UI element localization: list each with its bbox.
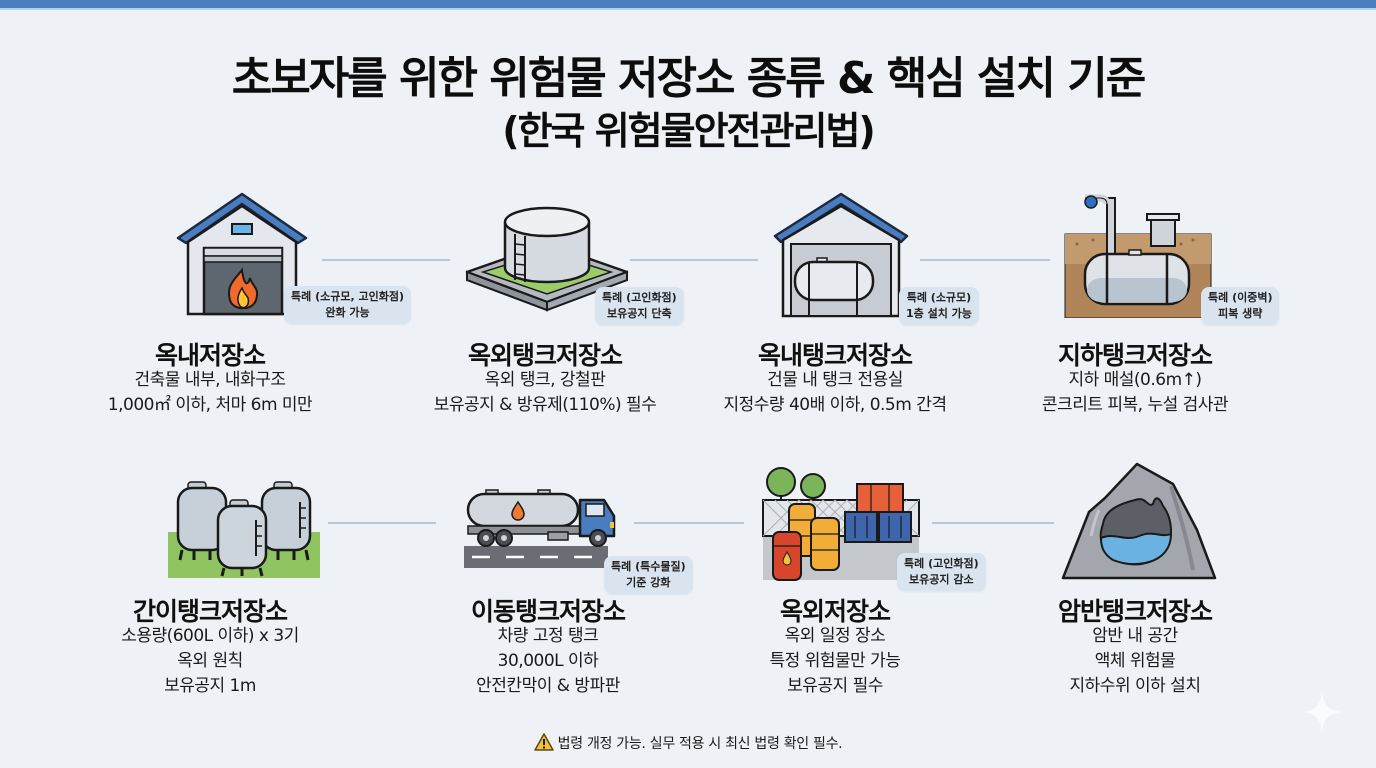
storage-description: 암반 내 공간 액체 위험물 지하수위 이하 설치 [985, 624, 1285, 699]
exception-badge: 특례 (특수물질) 기준 강화 [604, 556, 693, 594]
storage-description: 옥외 탱크, 강철판 보유공지 & 방유제(110%) 필수 [395, 368, 695, 418]
exception-badge: 특례 (고인화점) 보유공지 감소 [897, 553, 986, 591]
desc-line: 지하 매설(0.6m↑) [1068, 370, 1202, 390]
desc-line: 옥외 원칙 [177, 651, 243, 671]
page-title: 초보자를 위한 위험물 저장소 종류 & 핵심 설치 기준 [231, 53, 1147, 104]
desc-line: 안전칸막이 & 방파판 [476, 676, 620, 696]
page-subtitle: (한국 위험물안전관리법) [502, 109, 876, 153]
storage-description: 옥외 일정 장소 특정 위험물만 가능 보유공지 필수 [685, 624, 985, 699]
storage-description: 지하 매설(0.6m↑) 콘크리트 피복, 누설 검사관 [985, 368, 1285, 418]
top-accent-line [0, 8, 1376, 10]
desc-line: 30,000L 이하 [497, 651, 599, 671]
storage-name: 옥외저장소 [779, 597, 891, 626]
storage-card-indoor-tank: 특례 (소규모) 1층 설치 가능 옥내탱크저장소 건물 내 탱크 전용실 지정… [685, 190, 985, 440]
disclaimer-footer: 법령 개정 가능. 실무 적용 시 최신 법령 확인 필수. [0, 733, 1376, 753]
badge-line: 특례 (고인화점) [904, 557, 979, 570]
storage-description: 차량 고정 탱크 30,000L 이하 안전칸막이 & 방파판 [398, 624, 698, 699]
desc-line: 지정수량 40배 이하, 0.5m 간격 [723, 395, 947, 415]
badge-line: 피복 생략 [1218, 307, 1263, 320]
top-accent-bar [0, 0, 1376, 8]
desc-line: 보유공지 1m [164, 676, 256, 696]
desc-line: 암반 내 공간 [1092, 626, 1178, 646]
badge-line: 1층 설치 가능 [906, 307, 972, 320]
exception-badge: 특례 (고인화점) 보유공지 단축 [595, 287, 684, 325]
connector-line [328, 522, 436, 524]
storage-description: 건물 내 탱크 전용실 지정수량 40배 이하, 0.5m 간격 [685, 368, 985, 418]
outdoor-tank-dike-icon [465, 206, 629, 312]
storage-card-outdoor-tank: 특례 (고인화점) 보유공지 단축 옥외탱크저장소 옥외 탱크, 강철판 보유공… [395, 190, 695, 440]
exception-badge: 특례 (이중벽) 피복 생략 [1201, 287, 1280, 325]
storage-name: 옥외탱크저장소 [467, 341, 623, 370]
exception-badge: 특례 (소규모) 1층 설치 가능 [899, 287, 979, 325]
connector-line [630, 259, 758, 261]
storage-card-indoor: 특례 (소규모, 고인화점) 완화 가능 옥내저장소 건축물 내부, 내화구조 … [90, 190, 411, 440]
simple-tanks-icon [168, 481, 320, 578]
desc-line: 특정 위험물만 가능 [769, 651, 901, 671]
badge-line: 특례 (고인화점) [602, 291, 677, 304]
badge-line: 기준 강화 [626, 576, 671, 589]
outdoor-drums-containers-icon [762, 467, 920, 581]
connector-line [322, 259, 450, 261]
desc-line: 차량 고정 탱크 [497, 626, 599, 646]
storage-card-rock-cavern: 암반탱크저장소 암반 내 공간 액체 위험물 지하수위 이하 설치 [985, 458, 1285, 718]
connector-line [634, 522, 744, 524]
desc-line: 액체 위험물 [1094, 651, 1176, 671]
storage-card-mobile-tank: 특례 (특수물질) 기준 강화 이동탱크저장소 차량 고정 탱크 30,000L… [398, 478, 698, 718]
desc-line: 소용량(600L 이하) x 3기 [121, 626, 299, 646]
badge-line: 특례 (특수물질) [611, 560, 686, 573]
sparkle-icon [1302, 692, 1342, 732]
underground-tank-icon [1064, 194, 1212, 318]
badge-line: 특례 (소규모) [906, 291, 972, 304]
connector-line [920, 259, 1050, 261]
storage-name: 옥내저장소 [154, 341, 266, 370]
storage-name: 암반탱크저장소 [1057, 597, 1213, 626]
storage-name: 이동탱크저장소 [470, 597, 626, 626]
indoor-tank-house-icon [773, 192, 909, 318]
connector-line [932, 522, 1054, 524]
badge-line: 완화 가능 [325, 306, 370, 319]
desc-line: 보유공지 필수 [787, 676, 883, 696]
storage-description: 건축물 내부, 내화구조 1,000㎡ 이하, 처마 6m 미만 [60, 368, 360, 418]
badge-line: 보유공지 감소 [909, 573, 974, 586]
storage-card-underground-tank: 특례 (이중벽) 피복 생략 지하탱크저장소 지하 매설(0.6m↑) 콘크리트… [985, 190, 1285, 440]
desc-line: 1,000㎡ 이하, 처마 6m 미만 [107, 395, 313, 415]
desc-line: 보유공지 & 방유제(110%) 필수 [433, 395, 657, 415]
badge-line: 특례 (소규모, 고인화점) [291, 290, 404, 303]
desc-line: 건물 내 탱크 전용실 [767, 370, 903, 390]
desc-line: 옥외 일정 장소 [784, 626, 886, 646]
exception-badge: 특례 (소규모, 고인화점) 완화 가능 [284, 286, 411, 324]
badge-line: 보유공지 단축 [607, 307, 672, 320]
storage-card-outdoor: 특례 (고인화점) 보유공지 감소 옥외저장소 옥외 일정 장소 특정 위험물만… [685, 458, 986, 718]
disclaimer-text: 법령 개정 가능. 실무 적용 시 최신 법령 확인 필수. [557, 736, 843, 752]
storage-name: 지하탱크저장소 [1057, 341, 1213, 370]
tank-truck-icon [464, 489, 616, 568]
storage-description: 소용량(600L 이하) x 3기 옥외 원칙 보유공지 1m [60, 624, 360, 699]
storage-card-simple-tank: 간이탱크저장소 소용량(600L 이하) x 3기 옥외 원칙 보유공지 1m [90, 478, 390, 718]
storage-name: 간이탱크저장소 [132, 597, 288, 626]
rock-cavern-tank-icon [1061, 462, 1217, 580]
desc-line: 옥외 탱크, 강철판 [484, 370, 606, 390]
badge-line: 특례 (이중벽) [1208, 291, 1273, 304]
warning-icon [533, 733, 554, 751]
storage-name: 옥내탱크저장소 [757, 341, 913, 370]
desc-line: 건축물 내부, 내화구조 [134, 370, 286, 390]
desc-line: 지하수위 이하 설치 [1069, 676, 1201, 696]
warehouse-fire-icon [176, 192, 308, 316]
desc-line: 콘크리트 피복, 누설 검사관 [1041, 395, 1229, 415]
